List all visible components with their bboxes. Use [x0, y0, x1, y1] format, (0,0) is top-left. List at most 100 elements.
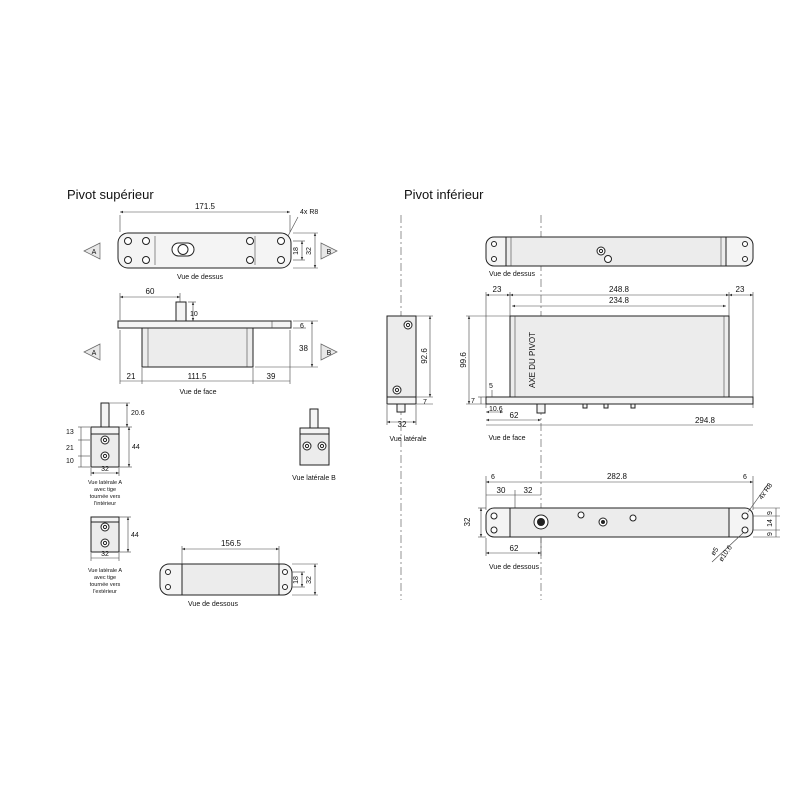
- hole-icon: [246, 256, 254, 264]
- top-pivot-side-a-in: 20.6 44 13 21 10 32 Vue latérale A avec …: [66, 402, 145, 507]
- marker-a-label: A: [92, 249, 97, 256]
- dim-top-length: 171.5: [195, 202, 216, 211]
- view-label-line: avec tige: [94, 487, 116, 493]
- view-marker-b: [320, 343, 338, 361]
- dim-side-pin: 20.6: [131, 410, 145, 417]
- dim-front-left: 21: [127, 372, 136, 381]
- view-label-line: tournée vers: [90, 494, 121, 500]
- view-marker-a: [83, 343, 101, 361]
- hole-icon: [102, 437, 108, 443]
- dim-side2-44: 44: [131, 532, 139, 539]
- hole-icon: [282, 584, 288, 590]
- dim-b-9-bot: 9: [767, 532, 774, 536]
- bottom-box: [181, 563, 280, 596]
- dim-b-32-side: 32: [463, 517, 472, 526]
- dim-f-234: 234.8: [609, 296, 630, 305]
- top-pivot-bottom-view: 156.5 18 32 Vue de dessous: [159, 539, 318, 608]
- front-box: [141, 327, 254, 368]
- dim-top-h2: 32: [306, 247, 313, 255]
- view-label: Vue de face: [179, 389, 216, 396]
- view-label: Vue de dessus: [177, 274, 224, 281]
- hole-icon: [282, 569, 288, 575]
- hole-icon: [742, 241, 748, 247]
- pin: [175, 301, 187, 322]
- view-label-line: Vue latérale A: [88, 568, 122, 574]
- side-plate: [299, 427, 330, 435]
- hole-icon: [102, 540, 108, 546]
- dim-b-r8: 4x R8: [758, 482, 774, 501]
- dim-side2-32: 32: [101, 551, 109, 558]
- top-pivot-top-view: 171.5 4x R8 18 32 A B Vue de dessus: [83, 202, 338, 281]
- marker-b-label: B: [327, 249, 332, 256]
- hole-icon: [601, 520, 605, 524]
- dim-bottom-h2: 32: [306, 576, 313, 584]
- dim-f-248: 248.8: [609, 285, 630, 294]
- dim-s-7: 7: [423, 399, 427, 406]
- hole-icon: [741, 512, 749, 520]
- hole-icon: [394, 387, 400, 393]
- pin: [309, 408, 319, 429]
- view-label: Vue de face: [488, 435, 525, 442]
- dim-f-10: 10.6: [489, 406, 503, 413]
- marker-b-label: B: [327, 350, 332, 357]
- pin: [396, 403, 406, 413]
- screw: [603, 403, 609, 409]
- view-label-line: avec tige: [94, 575, 116, 581]
- view-marker-a: [83, 242, 101, 260]
- dim-b-d5: ø5: [710, 546, 720, 557]
- hole-icon: [142, 237, 150, 245]
- hole-icon: [629, 514, 637, 522]
- dim-b-d10: ø10.6: [718, 544, 734, 563]
- dim-b-282: 282.8: [607, 472, 628, 481]
- view-label-line: l'extérieur: [93, 589, 117, 595]
- front-plate: [485, 396, 754, 405]
- dim-bottom-length: 156.5: [221, 539, 242, 548]
- view-label: Vue de dessus: [489, 271, 536, 278]
- hole-icon: [142, 256, 150, 264]
- dim-front-axis: 60: [146, 287, 155, 296]
- dim-b-32: 32: [524, 486, 533, 495]
- screw: [630, 403, 636, 409]
- top-pivot-front-view: 60 10 6 38 A B 21 111.5 39 Vue de face: [83, 287, 338, 396]
- dim-f-23-right: 23: [736, 285, 745, 294]
- view-label: Vue de dessous: [489, 564, 539, 571]
- pin-icon: [177, 244, 189, 255]
- dim-s-32: 32: [398, 420, 407, 429]
- dim-b-30: 30: [497, 486, 506, 495]
- hole-icon: [277, 237, 285, 245]
- dim-front-pin: 10: [190, 311, 198, 318]
- view-label-line: l'intérieur: [94, 501, 116, 507]
- front-box: [509, 315, 730, 398]
- hole-icon: [741, 526, 749, 534]
- dim-f-294: 294.8: [695, 416, 716, 425]
- bottom-pivot-side-view: 92.6 7 32 Vue latérale: [386, 315, 433, 443]
- top-pivot-side-b: Vue latérale B: [292, 408, 336, 482]
- axis-label: AXE DU PIVOT: [528, 332, 537, 388]
- top-pivot-title: Pivot supérieur: [67, 187, 154, 202]
- dim-f-7: 7: [471, 398, 475, 405]
- dim-side-13: 13: [66, 429, 74, 436]
- hole-icon: [165, 584, 171, 590]
- hole-icon: [246, 237, 254, 245]
- hole-icon: [490, 526, 498, 534]
- hole-icon: [102, 524, 108, 530]
- side-plate: [90, 426, 120, 435]
- dim-b-62: 62: [510, 544, 519, 553]
- hole-icon: [304, 443, 310, 449]
- side-box: [386, 315, 417, 398]
- screw: [582, 403, 588, 409]
- hole-icon: [577, 511, 585, 519]
- view-label: Vue de dessous: [188, 601, 238, 608]
- pin: [100, 402, 110, 428]
- bottom-pivot-title: Pivot inférieur: [404, 187, 484, 202]
- hole-icon: [742, 256, 748, 262]
- dim-side-32: 32: [101, 466, 109, 473]
- hole-icon: [124, 256, 132, 264]
- side-plate: [90, 516, 120, 523]
- dim-side-21: 21: [66, 445, 74, 452]
- top-pivot-side-a-out: 44 32 Vue latérale A avec tige tournée v…: [88, 516, 139, 595]
- pin: [536, 403, 546, 414]
- bottom-pivot-top-view: Vue de dessus: [485, 236, 754, 278]
- hole-icon: [319, 443, 325, 449]
- bottom-pivot-front-view: 23 248.8 23 234.8 AXE DU PIVOT 99.6 7 5 …: [459, 285, 754, 442]
